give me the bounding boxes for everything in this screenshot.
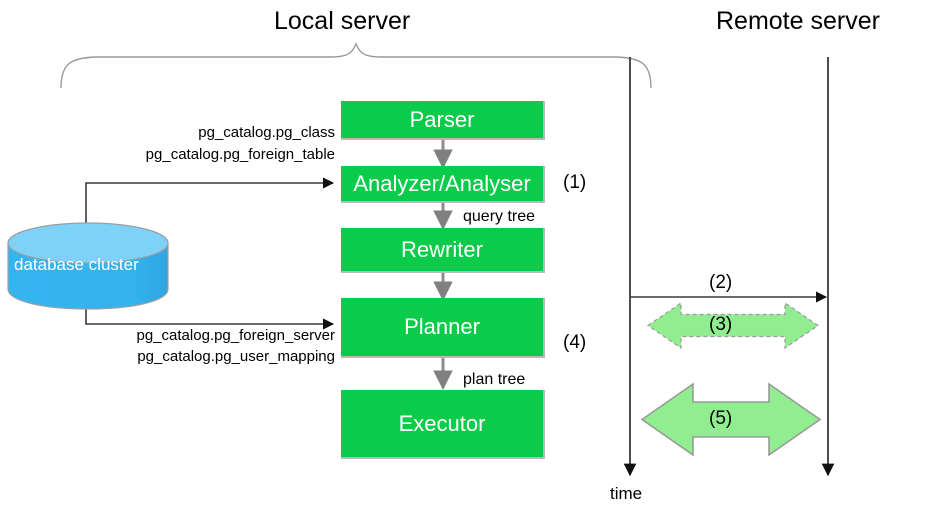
remote-server-title: Remote server (716, 7, 880, 35)
stage-label-planner: Planner (404, 314, 480, 339)
catalog-label-pg-class: pg_catalog.pg_class (198, 124, 335, 141)
database-cluster-cylinder (7, 222, 169, 310)
stage-label-parser: Parser (409, 106, 475, 132)
stage-box-rewriter[interactable]: Rewriter (341, 228, 545, 273)
stage-box-parser[interactable]: Parser (341, 101, 545, 140)
stage-label-executor: Executor (398, 410, 486, 436)
local-server-brace (60, 42, 652, 89)
step5-double-arrow (640, 382, 822, 457)
step-number-4: (4) (563, 332, 587, 353)
local-server-title: Local server (274, 7, 411, 35)
stage-label-analyzer: Analyzer/Analyser (353, 170, 531, 196)
edge-label-plan-tree: plan tree (463, 371, 526, 388)
catalog-label-pg-user-mapping: pg_catalog.pg_user_mapping (137, 348, 335, 365)
stage-box-analyzer[interactable]: Analyzer/Analyser (341, 166, 545, 203)
step-number-2: (2) (709, 272, 733, 293)
step-number-3: (3) (709, 314, 733, 335)
step3-double-arrow (646, 301, 820, 350)
step-number-5: (5) (709, 408, 733, 429)
time-axis-label: time (610, 484, 643, 503)
catalog-label-pg-foreign-table: pg_catalog.pg_foreign_table (145, 146, 335, 163)
stage-label-rewriter: Rewriter (401, 236, 483, 262)
stage-box-planner[interactable]: Planner (341, 298, 545, 358)
step-number-1: (1) (563, 172, 587, 193)
catalog-label-pg-foreign-server: pg_catalog.pg_foreign_server (136, 327, 335, 344)
database-cluster-label: database cluster (14, 255, 139, 274)
stage-box-executor[interactable]: Executor (341, 390, 545, 459)
edge-label-query-tree: query tree (463, 208, 536, 225)
